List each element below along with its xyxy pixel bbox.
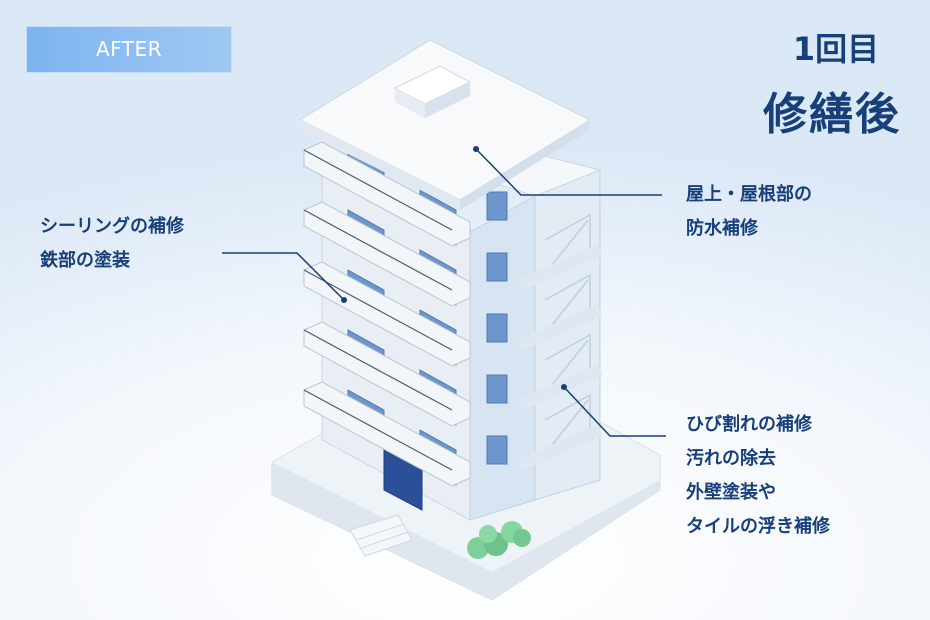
callout-roof-line: 防水補修 [686,218,758,239]
marker-dot-roof [473,146,479,152]
marker-dot-right [561,384,567,390]
callout-right-line: 汚れの除去 [686,448,776,469]
marker-dot-left [341,297,347,303]
callout-right-line: タイルの浮き補修 [686,516,830,537]
title-count: 1回目 [792,30,880,68]
side-windows [486,191,508,465]
title-heading: 修繕後 [763,89,901,140]
leader-lines [222,148,666,437]
shrubs [467,521,531,559]
callout-left-line: シーリングの補修 [40,216,184,237]
callout-right-line: 外壁塗装や [686,482,776,503]
after-badge: AFTER [26,26,232,73]
callout-right: ひび割れの補修 汚れの除去 外壁塗装や タイルの浮き補修 [686,408,830,544]
callout-right-line: ひび割れの補修 [686,414,812,435]
callout-left-line: 鉄部の塗装 [40,250,130,271]
balconies [303,141,471,487]
entrance-steps [349,514,413,557]
callout-roof-line: 屋上・屋根部の [686,184,812,205]
callout-roof: 屋上・屋根部の 防水補修 [686,178,812,246]
callout-left: シーリングの補修 鉄部の塗装 [40,210,184,278]
